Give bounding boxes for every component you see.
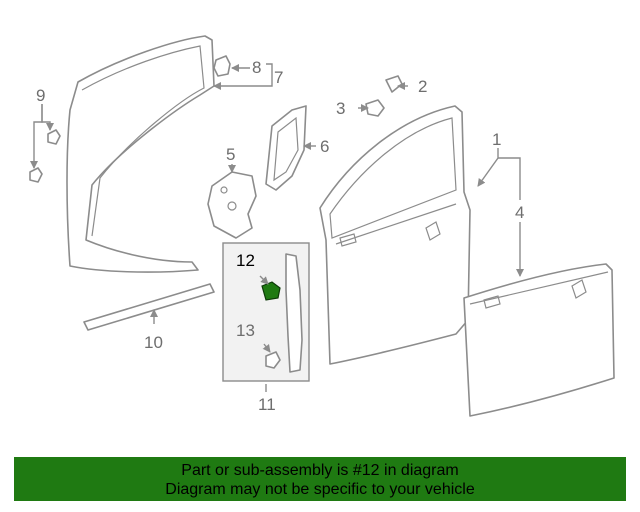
callout-12: 12 [236,251,255,270]
callout-1: 1 [492,130,501,149]
banner-line-part-info: Part or sub-assembly is #12 in diagram [181,462,459,479]
callout-11: 11 [258,395,276,414]
callout-5: 5 [226,145,235,164]
callout-10: 10 [144,333,163,352]
part-info-banner: Part or sub-assembly is #12 in diagram D… [14,457,626,501]
callout-8: 8 [252,58,261,77]
stopper-part-2 [385,75,403,93]
callout-13: 13 [236,321,255,340]
callout-7: 7 [274,68,283,87]
highlighted-part-12 [261,281,281,301]
callout-3: 3 [336,99,345,118]
banner-line-disclaimer: Diagram may not be specific to your vehi… [165,481,475,498]
leader-lines [30,63,524,392]
callout-4: 4 [515,203,524,222]
bolt-part-13 [265,351,281,369]
lower-molding-part-10 [83,283,215,331]
callout-6: 6 [320,137,329,156]
front-door-assembly-part-1 [319,105,471,365]
panel-part-6 [265,105,307,191]
bumper-part-3 [365,99,385,117]
callout-2: 2 [418,77,427,96]
callout-9: 9 [36,86,45,105]
outer-door-skin-part-4 [463,263,615,417]
door-opening-weatherstrip [66,35,215,273]
callout-labels: 1 2 3 4 5 6 7 8 9 10 11 12 13 [36,58,524,414]
clip-part-8 [213,55,231,77]
hinge-bracket-part-5 [207,171,257,239]
